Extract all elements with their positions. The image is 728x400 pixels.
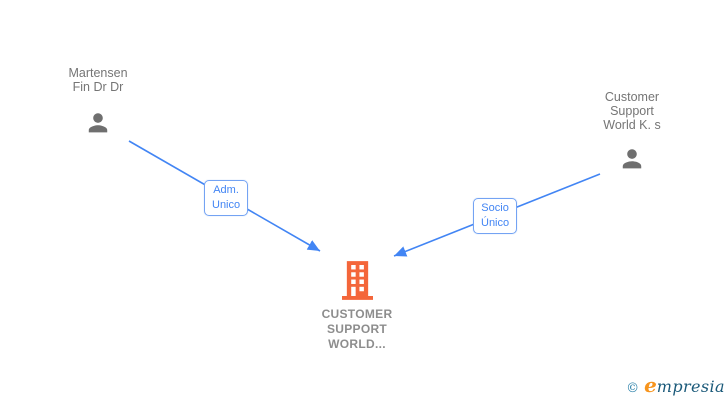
person-name-line: Support — [610, 104, 654, 118]
node-person-martensen[interactable]: Martensen Fin Dr Dr — [38, 66, 158, 136]
building-icon — [341, 261, 373, 300]
company-name-line: WORLD... — [328, 337, 386, 351]
node-company-customer-support-world[interactable]: CUSTOMER SUPPORT WORLD... — [297, 261, 417, 352]
edge-label-adm-unico: Adm. Unico — [204, 180, 249, 216]
person-name: Customer Support World K. s — [603, 90, 660, 132]
empresia-watermark: © e mpresia — [626, 373, 725, 397]
node-person-customer-support-world[interactable]: Customer Support World K. s — [572, 90, 692, 172]
edge-label-line: Único — [481, 217, 510, 229]
person-name-line: World K. s — [603, 118, 661, 132]
edge-label-socio-unico: Socio Único — [473, 198, 518, 234]
company-name-line: CUSTOMER — [321, 307, 393, 321]
brand-rest: mpresia — [656, 377, 725, 396]
edge-label-line: Unico — [212, 199, 241, 211]
person-name: Martensen Fin Dr Dr — [68, 66, 127, 94]
edge-label-line: Socio — [481, 202, 509, 214]
company-name-line: SUPPORT — [326, 322, 388, 336]
brand-initial: e — [644, 373, 657, 397]
person-name-line: Customer — [604, 90, 660, 104]
person-icon — [84, 109, 112, 136]
person-name-line: Martensen — [68, 66, 128, 80]
company-name: CUSTOMER SUPPORT WORLD... — [322, 307, 393, 352]
person-name-line: Fin Dr Dr — [72, 80, 124, 94]
edge-label-line: Adm. — [213, 184, 239, 196]
person-icon — [618, 145, 646, 172]
copyright-icon: © — [626, 381, 640, 396]
